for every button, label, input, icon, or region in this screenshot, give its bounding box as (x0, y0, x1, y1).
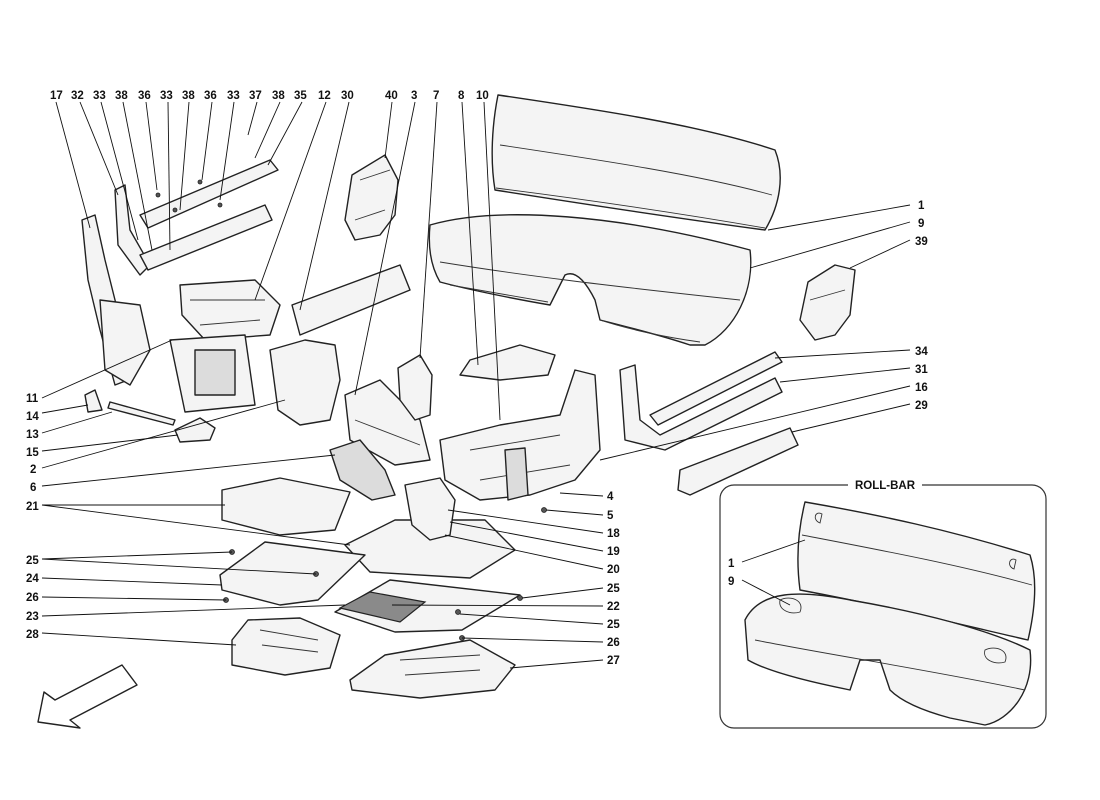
part-40-bracket (344, 154, 399, 241)
part-33-strip (139, 204, 273, 271)
callout-24: 24 (26, 573, 39, 585)
part-27-heel-pad (349, 639, 516, 699)
callout-17: 17 (50, 90, 63, 102)
callout-37: 37 (249, 90, 262, 102)
callout-3: 3 (411, 90, 417, 102)
callout-16: 16 (915, 382, 928, 394)
part-13-rod (107, 401, 176, 426)
callout-27: 27 (607, 655, 620, 667)
callout-1: 1 (918, 200, 925, 212)
callout-25: 25 (26, 555, 39, 567)
callout-4: 4 (607, 491, 614, 503)
callout-18: 18 (607, 528, 620, 540)
callout-36: 36 (138, 90, 151, 102)
part-15-bracket (174, 417, 216, 443)
callouts-left: 11 14 13 15 2 6 21 25 24 26 23 28 (26, 393, 39, 641)
callout-6: 6 (30, 482, 36, 494)
inset-callout-1: 1 (728, 558, 735, 570)
roll-bar-inset: ROLL-BAR 1 9 (719, 478, 1047, 729)
callout-21: 21 (26, 501, 39, 513)
part-30-strip (291, 264, 411, 336)
part-11-grille-panel (169, 334, 256, 413)
callout-26: 26 (607, 637, 620, 649)
callouts-top: 17 32 33 38 36 33 38 36 33 37 38 35 12 3… (50, 90, 489, 102)
callout-35: 35 (294, 90, 307, 102)
part-6-grid-bracket (329, 439, 396, 501)
callout-38: 38 (115, 90, 128, 102)
callout-7: 7 (433, 90, 439, 102)
callout-10: 10 (476, 90, 489, 102)
part-34-sill-trim (649, 351, 783, 426)
callout-22: 22 (607, 601, 620, 613)
callout-14: 14 (26, 411, 39, 423)
callouts-right: 1 9 39 34 31 16 29 4 5 18 19 20 25 22 25… (607, 200, 928, 667)
inset-roll-bar-panel (797, 501, 1036, 641)
callout-38: 38 (182, 90, 195, 102)
part-roll-bar-panel (491, 94, 781, 231)
callout-13: 13 (26, 429, 39, 441)
leader-lines (41, 101, 911, 669)
callout-11: 11 (26, 393, 39, 405)
callout-40: 40 (385, 90, 398, 102)
part-8-plate (459, 344, 556, 381)
inset-rear-trim-panel (744, 593, 1032, 726)
callout-25: 25 (607, 619, 620, 631)
callout-29: 29 (915, 400, 928, 412)
part-23-mat-insert (338, 591, 427, 623)
callout-15: 15 (26, 447, 39, 459)
part-21-floor-mat-left (221, 477, 351, 536)
inset-title-background (848, 478, 922, 492)
part-14-clip (84, 389, 103, 413)
callout-30: 30 (341, 90, 354, 102)
callout-25: 25 (607, 583, 620, 595)
parts-artwork (81, 94, 856, 699)
callout-32: 32 (71, 90, 84, 102)
callout-26: 26 (26, 592, 39, 604)
part-12-bracket (179, 279, 281, 341)
callout-36: 36 (204, 90, 217, 102)
direction-arrow-icon (37, 664, 138, 729)
part-rear-trim-panel (428, 214, 752, 346)
callout-33: 33 (160, 90, 173, 102)
part-24-floor-panel (219, 541, 366, 606)
part-3-tray (344, 379, 431, 466)
callout-2: 2 (30, 464, 36, 476)
callout-33: 33 (227, 90, 240, 102)
part-pedal-bracket (404, 477, 456, 541)
inset-title: ROLL-BAR (855, 480, 916, 492)
callout-20: 20 (607, 564, 620, 576)
part-central-tunnel-cover (439, 369, 601, 501)
callout-28: 28 (26, 629, 39, 641)
part-22-floor-panel (334, 579, 521, 633)
callout-31: 31 (915, 364, 928, 376)
part-28-heel-pad (231, 617, 341, 676)
part-39-bracket (799, 264, 856, 341)
callout-9: 9 (918, 218, 924, 230)
callout-34: 34 (915, 346, 928, 358)
callout-33: 33 (93, 90, 106, 102)
callout-8: 8 (458, 90, 465, 102)
callout-38: 38 (272, 90, 285, 102)
part-29-sill-strip (677, 427, 799, 496)
part-2-side-trim (269, 339, 341, 426)
part-31-sill-trim (619, 364, 783, 451)
callout-39: 39 (915, 236, 928, 248)
part-panel-11-a (99, 299, 151, 386)
callout-5: 5 (607, 510, 614, 522)
callout-23: 23 (26, 611, 39, 623)
inset-callout-9: 9 (728, 576, 734, 588)
callout-19: 19 (607, 546, 620, 558)
callout-12: 12 (318, 90, 331, 102)
